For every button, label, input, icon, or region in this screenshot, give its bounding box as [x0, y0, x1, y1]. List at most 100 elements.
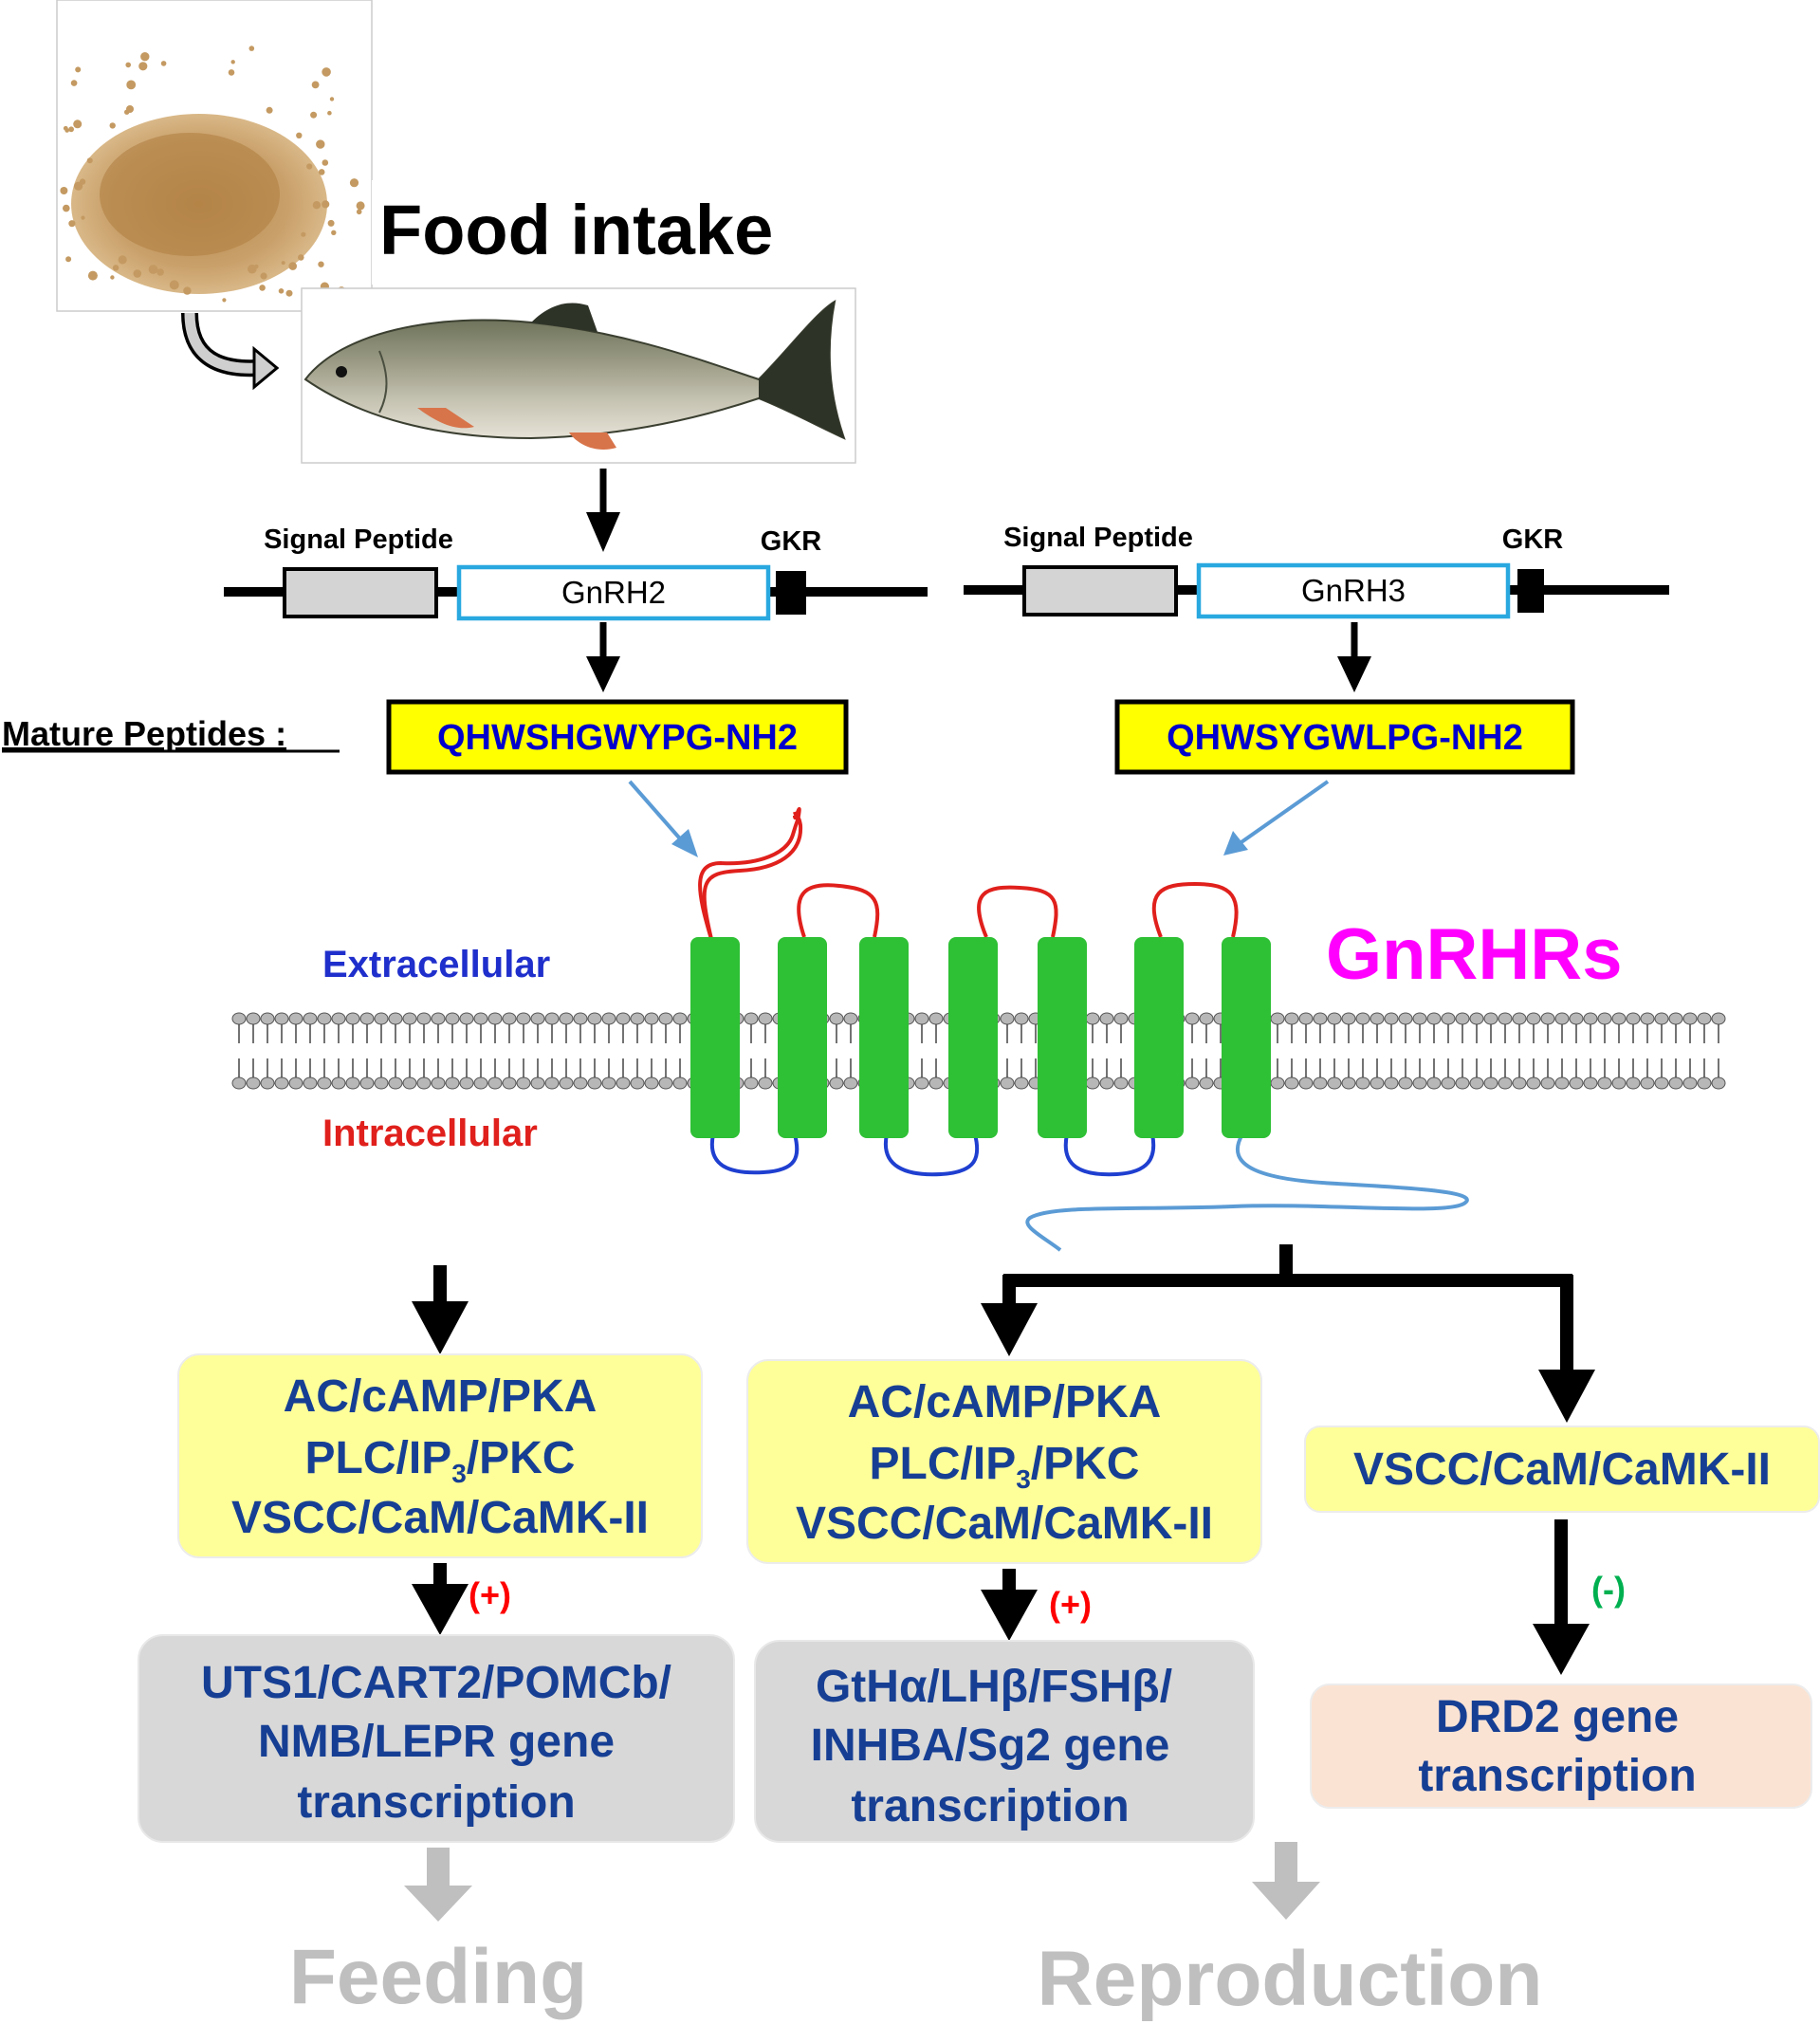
lipid-head: [1711, 1012, 1726, 1025]
lipid-head: [1682, 1012, 1698, 1025]
food-pellet: [356, 209, 362, 215]
lipid-head: [502, 1076, 517, 1090]
food-pellet: [288, 262, 298, 270]
lipid-head: [1626, 1012, 1641, 1025]
food-pellet: [183, 286, 192, 295]
lipid-head: [1185, 1012, 1200, 1025]
food-pellet: [254, 264, 259, 269]
lipid-head: [601, 1012, 616, 1025]
lipid-head: [1682, 1076, 1698, 1090]
pathway-line-2: PLC/IP3/PKC: [870, 1439, 1140, 1494]
food-pellet: [259, 285, 266, 291]
food-pellet: [133, 269, 142, 278]
food-pellet: [65, 256, 72, 263]
food-pellet: [138, 62, 148, 71]
middle-pathway-box: AC/cAMP/PKA PLC/IP3/PKC VSCC/CaM/CaMK-II: [746, 1359, 1262, 1564]
lipid-head: [1370, 1076, 1385, 1090]
target-line-2: NMB/LEPR gene: [258, 1717, 615, 1767]
lipid-head: [260, 1012, 275, 1025]
lipid-head: [1526, 1076, 1541, 1090]
food-pellet: [318, 169, 325, 175]
food-pellet: [73, 120, 83, 129]
food-pellet: [296, 132, 303, 138]
lipid-head: [914, 1012, 929, 1025]
feeding-label: Feeding: [289, 1934, 587, 2020]
lipid-head: [1569, 1076, 1584, 1090]
lipid-head: [1540, 1012, 1555, 1025]
lipid-head: [1199, 1012, 1214, 1025]
lipid-head: [1000, 1012, 1015, 1025]
lipid-head: [1469, 1076, 1484, 1090]
lipid-head: [1640, 1012, 1655, 1025]
lipid-head: [1398, 1076, 1413, 1090]
food-pellet: [75, 66, 82, 73]
lipid-head: [928, 1012, 944, 1025]
food-pellet: [126, 80, 137, 90]
lipid-head: [1469, 1012, 1484, 1025]
food-pellet: [248, 264, 257, 274]
food-pellet: [318, 261, 324, 267]
lipid-head: [630, 1012, 645, 1025]
lipid-head: [1455, 1076, 1470, 1090]
lipid-head: [1185, 1076, 1200, 1090]
intracellular-loop-3: [1063, 1133, 1156, 1177]
lipid-head: [1441, 1076, 1456, 1090]
lipid-head: [1426, 1076, 1442, 1090]
gnrh2-peptide-sequence: QHWSHGWYPG-NH2: [437, 718, 798, 758]
right-target-box: DRD2 gene transcription: [1310, 1684, 1812, 1809]
n-terminal-loop: [698, 806, 801, 940]
lipid-head: [374, 1076, 389, 1090]
lipid-head: [1412, 1076, 1427, 1090]
food-pellet: [298, 254, 304, 261]
food-pellet: [248, 46, 255, 51]
lipid-head: [1597, 1012, 1612, 1025]
lipid-head: [1668, 1012, 1683, 1025]
lipid-head: [1355, 1076, 1370, 1090]
target-line-1: UTS1/CART2/POMCb/: [201, 1658, 671, 1708]
left-target-box: UTS1/CART2/POMCb/ NMB/LEPR gene transcri…: [138, 1634, 735, 1843]
lipid-head: [516, 1012, 531, 1025]
food-pellet: [327, 110, 332, 116]
lipid-head: [246, 1012, 261, 1025]
arrow-to-reproduction: [1252, 1842, 1320, 1920]
lipid-head: [374, 1012, 389, 1025]
lipid-head: [658, 1076, 673, 1090]
binding-arrow-left: [628, 780, 698, 857]
food-pellet: [125, 62, 131, 68]
food-pellet: [331, 230, 337, 235]
gnrh3-box: [1196, 562, 1511, 619]
lipid-head: [573, 1012, 588, 1025]
lipid-head: [758, 1076, 773, 1090]
food-pellet: [87, 270, 98, 281]
food-pellet: [60, 187, 68, 194]
lipid-head: [843, 1076, 858, 1090]
lipid-head: [928, 1076, 944, 1090]
lipid-head: [644, 1012, 659, 1025]
lipid-head: [530, 1012, 545, 1025]
arrow-right-effect: [1533, 1519, 1590, 1675]
food-title-bg: [372, 180, 865, 285]
lipid-head: [1298, 1076, 1314, 1090]
gnrh2-label: GnRH2: [561, 575, 666, 610]
food-pellet: [281, 261, 285, 266]
lipid-head: [1313, 1012, 1328, 1025]
reproduction-label: Reproduction: [1038, 1936, 1543, 2022]
lipid-head: [487, 1012, 503, 1025]
food-pellet: [230, 60, 235, 64]
lipid-head: [744, 1012, 759, 1025]
transmembrane-helix-7: [1222, 937, 1271, 1138]
lipid-head: [445, 1012, 460, 1025]
food-pellet: [70, 80, 78, 86]
pathway-line-3: VSCC/CaM/CaMK-II: [796, 1499, 1213, 1549]
lipid-head: [402, 1076, 417, 1090]
lipid-head: [1583, 1012, 1598, 1025]
pathway-line-1: AC/cAMP/PKA: [284, 1371, 597, 1422]
left-pathway-box: AC/cAMP/PKA PLC/IP3/PKC VSCC/CaM/CaMK-II: [177, 1353, 703, 1558]
lipid-head: [530, 1076, 545, 1090]
target-line-1: DRD2 gene: [1436, 1692, 1679, 1742]
lipid-head: [1626, 1076, 1641, 1090]
food-pellet: [228, 69, 235, 76]
target-line-3: transcription: [851, 1781, 1129, 1831]
arrow-fish-to-gnrh2: [586, 469, 620, 552]
lipid-head: [1512, 1076, 1527, 1090]
